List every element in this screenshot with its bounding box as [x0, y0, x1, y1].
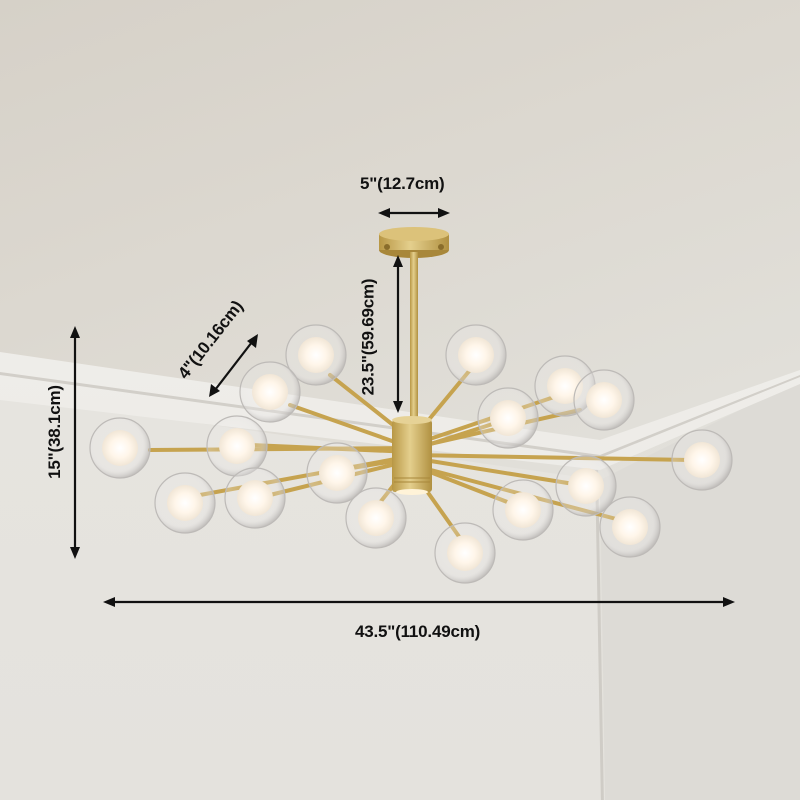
center-body	[392, 416, 432, 495]
dimension-arrows	[70, 208, 735, 607]
height-label: 15"(38.1cm)	[44, 385, 64, 479]
rod-length-label: 23.5"(59.69cm)	[358, 278, 378, 396]
canopy-diameter-label: 5"(12.7cm)	[360, 174, 445, 193]
ceiling-canopy	[379, 227, 449, 258]
width-label: 43.5"(110.49cm)	[355, 622, 481, 641]
down-rod	[410, 252, 418, 422]
